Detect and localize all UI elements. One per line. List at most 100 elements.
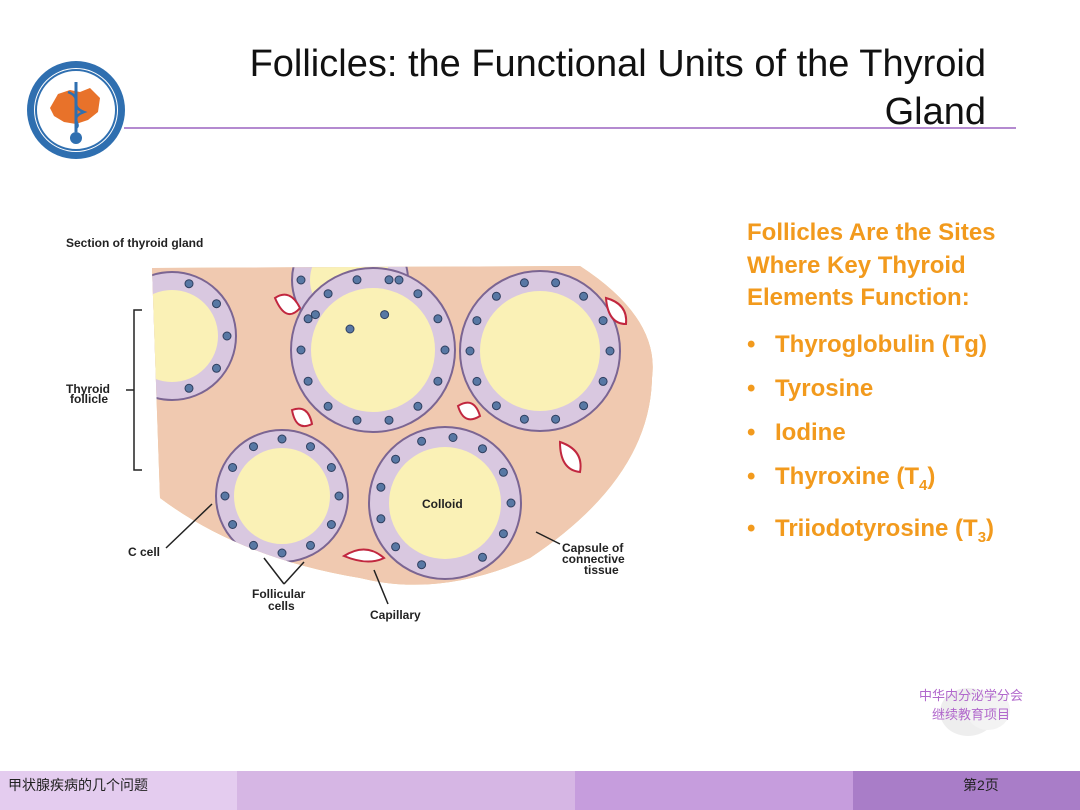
- label-c-cell: C cell: [128, 545, 160, 559]
- label-connective: connective: [562, 552, 625, 566]
- cell-nucleus: [519, 414, 529, 424]
- capillary: [290, 407, 314, 428]
- title-rule: [124, 127, 1016, 129]
- cell-nucleus: [220, 491, 230, 501]
- thyroid-follicle-diagram: Section of thyroid gland: [66, 236, 653, 622]
- figure-caption: Section of thyroid gland: [66, 236, 203, 250]
- cell-nucleus: [296, 275, 306, 285]
- bullet-item: Tyrosine: [747, 367, 1057, 411]
- follicle: [152, 271, 237, 401]
- cell-nucleus: [472, 316, 482, 326]
- cell-nucleus: [465, 346, 475, 356]
- label-capsule-of: Capsule of: [562, 541, 624, 555]
- label-cells: cells: [268, 599, 295, 613]
- cell-nucleus: [222, 331, 232, 341]
- cell-nucleus: [212, 363, 221, 373]
- label-thyroid: Thyroid: [66, 382, 110, 396]
- cell-nucleus: [323, 401, 333, 411]
- cell-nucleus: [413, 289, 423, 299]
- cell-nucleus: [498, 467, 508, 477]
- cell-nucleus: [228, 463, 238, 472]
- bullet-item: Thyroxine (T4): [747, 455, 1057, 508]
- cell-nucleus: [433, 376, 443, 386]
- cell-nucleus: [551, 278, 561, 288]
- cell-nucleus: [249, 540, 258, 550]
- cell-nucleus: [491, 401, 501, 411]
- watermark-text: 中华内分泌学分会 继续教育项目: [918, 688, 1023, 722]
- cell-nucleus: [277, 434, 287, 444]
- follicle: [290, 267, 456, 433]
- label-tissue: tissue: [584, 563, 619, 577]
- cell-nucleus: [440, 345, 450, 355]
- cell-nucleus: [306, 540, 315, 550]
- association-logo: [27, 61, 125, 159]
- cell-nucleus: [376, 514, 386, 524]
- cell-nucleus: [380, 310, 390, 320]
- capillary: [558, 440, 582, 474]
- cell-nucleus: [212, 299, 221, 309]
- cell-nucleus: [296, 345, 306, 355]
- capillary: [456, 401, 482, 421]
- cell-nucleus: [417, 436, 427, 446]
- cell-nucleus: [478, 444, 487, 454]
- cell-nucleus: [184, 383, 194, 393]
- watermark-graphic: [940, 688, 1010, 736]
- cell-nucleus: [334, 491, 344, 501]
- cell-nucleus: [352, 275, 362, 285]
- follicle: [368, 426, 522, 580]
- capillary: [273, 293, 302, 316]
- cell-nucleus: [598, 316, 608, 326]
- cell-nucleus: [277, 548, 287, 558]
- cell-nucleus: [323, 289, 333, 299]
- cell-nucleus: [391, 542, 401, 552]
- cell-nucleus: [506, 498, 516, 508]
- text-panel: Follicles Are the Sites Where Key Thyroi…: [747, 217, 1057, 560]
- label-capillary: Capillary: [370, 608, 421, 622]
- cell-nucleus: [376, 482, 386, 492]
- cell-nucleus: [417, 560, 427, 570]
- cell-nucleus: [448, 433, 458, 442]
- cell-nucleus: [551, 414, 561, 424]
- cell-nucleus: [394, 275, 404, 285]
- cell-nucleus: [433, 314, 443, 324]
- cell-nucleus: [478, 552, 487, 562]
- cell-nucleus: [391, 454, 401, 464]
- cell-nucleus: [384, 415, 394, 425]
- label-colloid: Colloid: [422, 497, 463, 511]
- cell-nucleus: [184, 279, 194, 289]
- cell-nucleus: [384, 275, 394, 285]
- cell-nucleus: [249, 442, 258, 452]
- follicle: [459, 270, 621, 432]
- cell-nucleus: [352, 415, 362, 425]
- bullet-list: Thyroglobulin (Tg) Tyrosine Iodine Thyro…: [747, 323, 1057, 561]
- footer-band: [0, 771, 1080, 810]
- cell-nucleus: [303, 376, 313, 386]
- cell-nucleus: [519, 278, 529, 288]
- label-follicular: Follicular: [252, 587, 306, 601]
- bullet-item: Triiodotyrosine (T3): [747, 507, 1057, 560]
- cell-nucleus: [303, 314, 313, 324]
- slide-title: Follicles: the Functional Units of the T…: [249, 43, 986, 133]
- label-follicle: follicle: [70, 392, 108, 406]
- panel-heading: Follicles Are the Sites Where Key Thyroi…: [747, 219, 996, 311]
- page-number: 第2页: [963, 777, 999, 793]
- footer-topic: 甲状腺疾病的几个问题: [8, 777, 148, 793]
- cell-nucleus: [326, 520, 336, 529]
- cell-nucleus: [345, 324, 355, 334]
- cell-nucleus: [491, 291, 501, 301]
- cell-nucleus: [310, 310, 320, 320]
- cell-nucleus: [326, 463, 336, 472]
- capillary: [604, 296, 628, 326]
- cell-nucleus: [498, 529, 508, 539]
- cell-nucleus: [472, 376, 482, 386]
- follicle: [215, 429, 349, 563]
- cell-nucleus: [228, 520, 238, 529]
- cell-nucleus: [598, 376, 608, 386]
- cell-nucleus: [605, 346, 615, 356]
- follicular-cell-nuclei: [184, 275, 615, 570]
- cell-nucleus: [413, 401, 423, 411]
- capillary: [341, 548, 386, 563]
- bullet-item: Thyroglobulin (Tg): [747, 323, 1057, 367]
- cell-nucleus: [306, 442, 315, 452]
- cell-nucleus: [579, 291, 589, 301]
